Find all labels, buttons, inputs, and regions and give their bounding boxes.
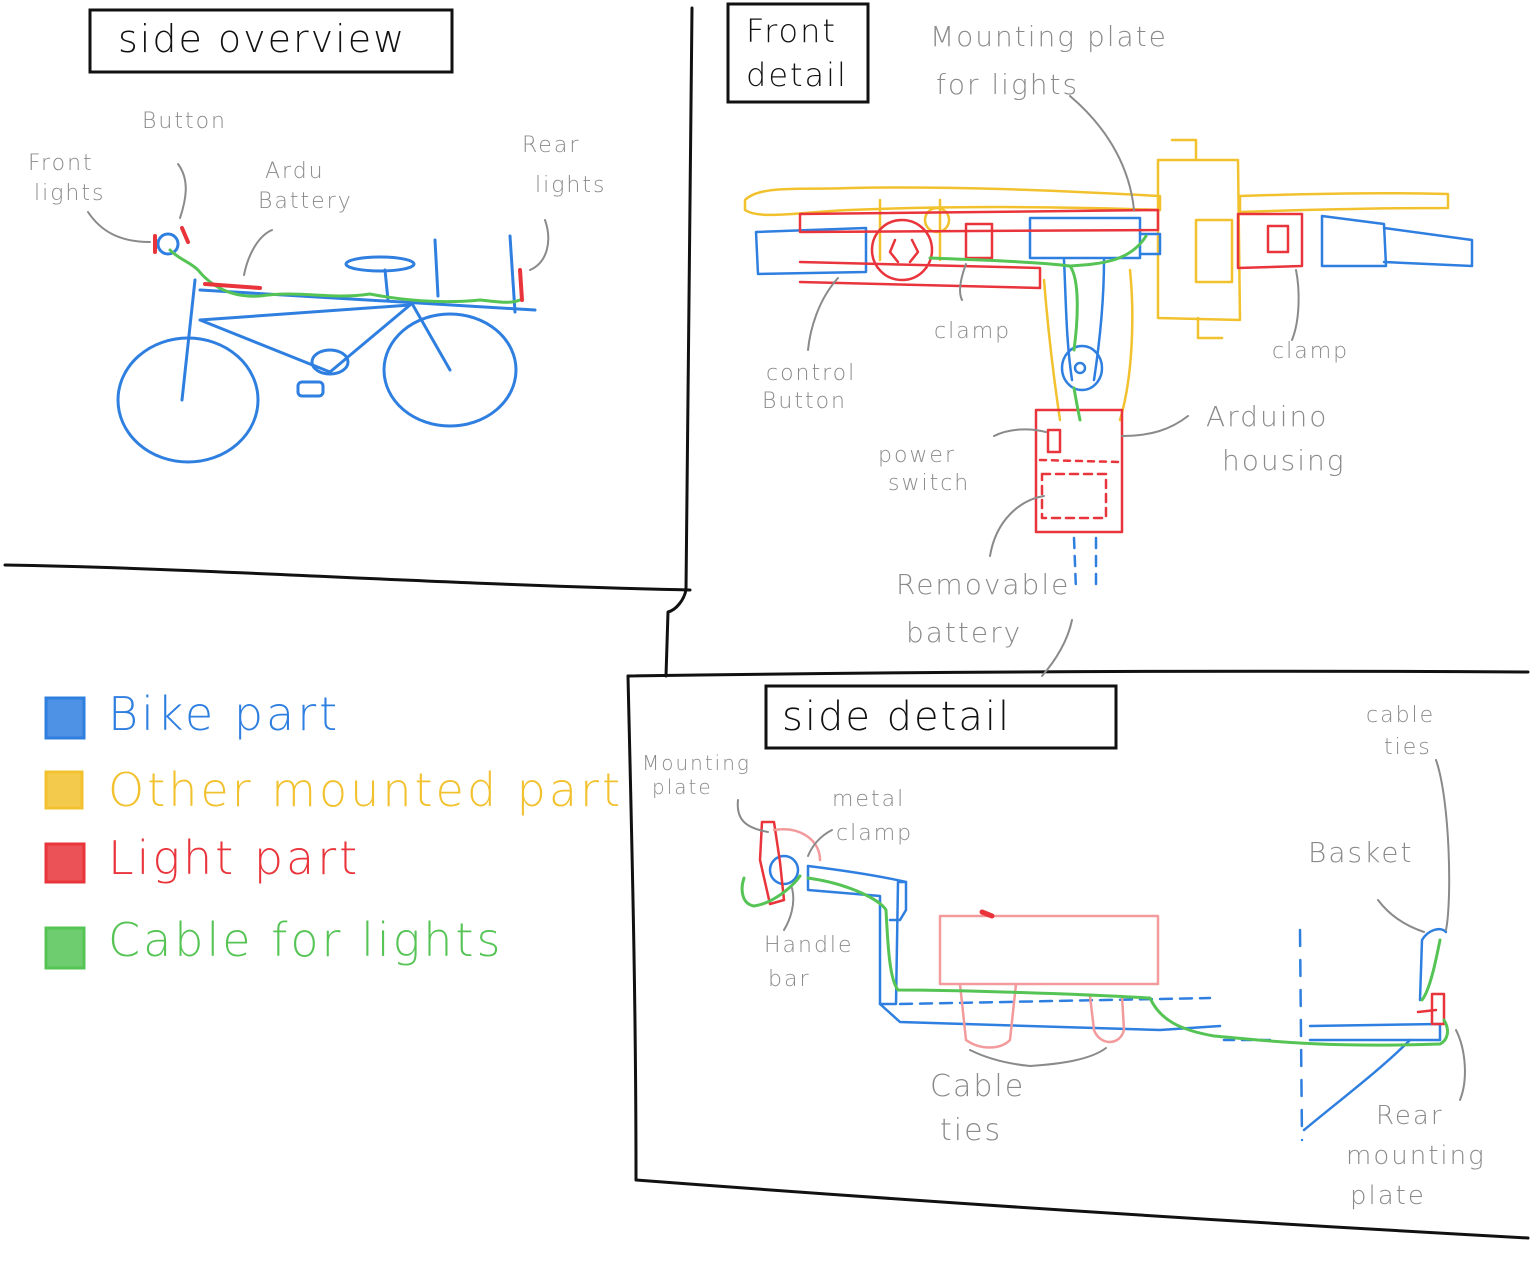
front-label-mounting-2: for lights: [936, 68, 1079, 101]
overview-bike: [118, 234, 535, 462]
legend-swatch-mounted: [46, 772, 82, 808]
legend-label-mounted: Other mounted part: [108, 763, 623, 817]
front-label-power-1: power: [878, 443, 956, 468]
front-detail-title-2: detail: [746, 56, 848, 94]
front-label-clamp-left: clamp: [934, 319, 1011, 344]
side-detail-label-metal-1: metal: [832, 787, 905, 812]
panel-front-detail: Front detail: [728, 4, 1472, 676]
side-detail-label-cable-ties-bottom-2: ties: [940, 1113, 1002, 1148]
front-label-power-2: switch: [888, 471, 970, 496]
side-detail-cable: [742, 876, 1447, 1045]
side-overview-title: side overview: [118, 17, 406, 61]
panel-side-detail: side detail: [642, 686, 1486, 1211]
front-label-arduino-1: Arduino: [1206, 400, 1328, 433]
side-detail-label-cable-ties-top-1: cable: [1366, 703, 1435, 728]
front-label-battery-1: Removable: [896, 568, 1070, 601]
side-detail-label-cable-ties-bottom-1: Cable: [930, 1069, 1025, 1104]
front-label-control-2: Button: [762, 389, 847, 414]
side-detail-label-rear-1: Rear: [1376, 1101, 1444, 1131]
overview-label-front-1: Front: [28, 151, 94, 176]
legend-label-light: Light part: [108, 831, 360, 885]
front-label-arduino-2: housing: [1222, 444, 1346, 477]
overview-label-front-2: lights: [34, 181, 105, 206]
overview-label-rear-1: Rear: [522, 133, 580, 158]
front-handlebar: [756, 216, 1472, 590]
side-detail-label-handle-2: bar: [768, 967, 811, 992]
side-detail-label-handle-1: Handle: [764, 933, 854, 958]
overview-cable: [170, 250, 520, 302]
legend-swatch-light: [46, 844, 84, 882]
overview-label-ardu-1: Ardu: [265, 159, 325, 184]
side-detail-label-mounting-2: plate: [652, 775, 713, 799]
panel-side-overview: side overview: [28, 10, 606, 462]
legend-item-bike: Bike part: [46, 687, 340, 741]
front-label-mounting-1: Mounting plate: [930, 20, 1168, 53]
legend-label-cable: Cable for lights: [108, 913, 503, 967]
overview-label-rear-2: lights: [535, 173, 606, 198]
side-detail-label-basket: Basket: [1308, 836, 1414, 869]
legend-item-mounted: Other mounted part: [46, 763, 623, 817]
front-label-control-1: control: [766, 361, 856, 386]
legend-swatch-cable: [46, 928, 84, 968]
side-detail-label-metal-2: clamp: [836, 821, 913, 846]
legend-item-cable: Cable for lights: [46, 913, 503, 968]
legend-label-bike: Bike part: [108, 687, 340, 741]
overview-label-ardu-2: Battery: [258, 189, 353, 214]
legend-item-light: Light part: [46, 831, 360, 885]
side-detail-label-cable-ties-top-2: ties: [1384, 735, 1432, 760]
side-detail-title: side detail: [782, 694, 1011, 740]
legend-swatch-bike: [46, 698, 84, 738]
side-detail-label-rear-3: plate: [1350, 1181, 1426, 1211]
side-detail-label-mounting-1: Mounting: [642, 751, 751, 775]
panel-dividers: [5, 8, 1528, 1238]
front-label-clamp-right: clamp: [1272, 339, 1349, 364]
front-detail-title-1: Front: [746, 12, 837, 50]
legend: Bike part Other mounted part Light part …: [46, 687, 623, 968]
overview-label-button: Button: [142, 109, 227, 134]
side-detail-label-rear-2: mounting: [1346, 1141, 1486, 1171]
front-label-battery-2: battery: [906, 616, 1022, 649]
